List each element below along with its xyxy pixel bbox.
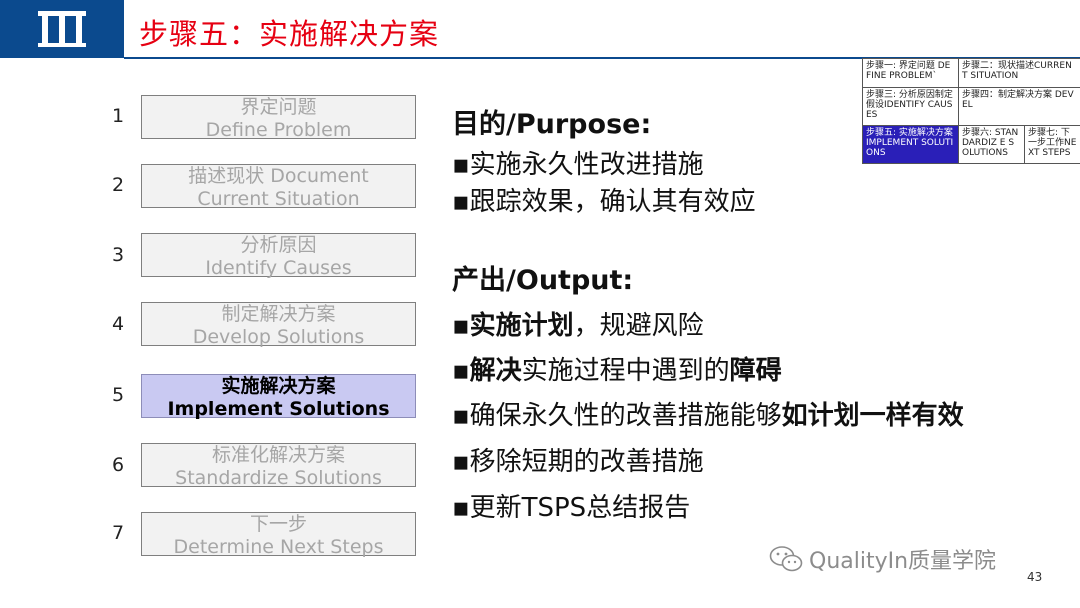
- wechat-icon: [769, 546, 803, 572]
- step-box-next-steps: 下一步 Determine Next Steps: [141, 512, 416, 558]
- purpose-item: ▪实施永久性改进措施: [452, 150, 704, 180]
- output-text-bold: 解决: [469, 356, 522, 386]
- step-label-zh: 描述现状 Document: [188, 165, 369, 187]
- step-box-identify-causes: 分析原因 Identify Causes: [141, 233, 416, 279]
- watermark: QualityIn质量学院: [769, 543, 996, 575]
- step-label-en: Determine Next Steps: [173, 536, 384, 558]
- output-item: ▪更新TSPS总结报告: [452, 487, 690, 524]
- output-item: ▪确保永久性的改善措施能够如计划一样有效: [452, 395, 964, 432]
- step-number: 1: [111, 105, 125, 127]
- step-label-zh: 下一步: [249, 513, 307, 535]
- step-box-develop-solutions: 制定解决方案 Develop Solutions: [141, 302, 416, 348]
- output-text-bold: 如计划一样有效: [781, 401, 964, 431]
- step-number: 2: [111, 174, 125, 196]
- output-text: ▪移除短期的改善措施: [452, 447, 704, 477]
- logo: [0, 0, 124, 58]
- step-number: 5: [111, 384, 125, 406]
- step-number: 4: [111, 313, 125, 335]
- step-overview-table: 步骤一: 界定问题 DEFINE PROBLEM` 步骤二：现状描述CURREN…: [862, 58, 1080, 164]
- step-box-current-situation: 描述现状 Document Current Situation: [141, 164, 416, 210]
- step-label-zh: 标准化解决方案: [211, 444, 345, 466]
- header-divider: [124, 57, 1080, 59]
- overview-cell: 步骤三: 分析原因制定假设IDENTIFY CAUSES: [862, 87, 959, 126]
- step-label-zh: 分析原因: [240, 234, 317, 256]
- output-heading: 产出/Output:: [452, 265, 634, 296]
- step-label-en: Implement Solutions: [167, 398, 390, 420]
- page-title: 步骤五：实施解决方案: [139, 17, 440, 51]
- overview-cell: 步骤四：制定解决方案 DEVEL: [957, 87, 1080, 126]
- header-bar: 步骤五：实施解决方案: [0, 0, 1080, 59]
- step-label-en: Define Problem: [205, 119, 352, 141]
- watermark-text: QualityIn质量学院: [809, 549, 997, 574]
- output-item: ▪移除短期的改善措施: [452, 441, 704, 478]
- overview-cell: 步骤二：现状描述CURRENT SITUATION: [957, 58, 1080, 88]
- step-label-en: Current Situation: [197, 188, 360, 210]
- overview-cell: 步骤六: STANDARDIZ E SOLUTIONS: [958, 125, 1025, 164]
- output-text: ▪: [452, 311, 470, 341]
- step-label-zh: 实施解决方案: [221, 375, 336, 397]
- overview-cell-active: 步骤五: 实施解决方案 IMPLEMENT SOLUTIONS: [862, 125, 959, 164]
- purpose-heading: 目的/Purpose:: [452, 109, 652, 140]
- page-number: 43: [1027, 570, 1043, 584]
- step-label-en: Standardize Solutions: [175, 467, 382, 489]
- output-text: 实施过程中遇到的: [521, 356, 730, 386]
- output-item: ▪实施计划，规避风险: [452, 305, 704, 342]
- purpose-item: ▪跟踪效果，确认其有效应: [452, 187, 756, 217]
- overview-cell: 步骤七: 下一步工作NEXT STEPS: [1023, 125, 1080, 164]
- step-number: 6: [111, 454, 125, 476]
- step-number: 7: [111, 522, 125, 544]
- overview-cell: 步骤一: 界定问题 DEFINE PROBLEM`: [862, 58, 959, 88]
- step-box-define-problem: 界定问题 Define Problem: [141, 95, 416, 141]
- step-label-en: Identify Causes: [205, 257, 352, 279]
- step-number: 3: [111, 244, 125, 266]
- output-text: ▪: [452, 356, 470, 386]
- output-text: ▪更新TSPS总结报告: [452, 493, 691, 523]
- output-text-bold: 实施计划: [469, 311, 574, 341]
- step-box-implement-solutions: 实施解决方案 Implement Solutions: [141, 374, 416, 420]
- output-text: ，规避风险: [573, 311, 704, 341]
- output-text: ▪确保永久性的改善措施能够: [452, 401, 782, 431]
- output-text-bold: 障碍: [729, 356, 782, 386]
- step-label-zh: 制定解决方案: [221, 303, 336, 325]
- step-label-en: Develop Solutions: [192, 326, 365, 348]
- step-label-zh: 界定问题: [240, 96, 317, 118]
- logo-icon: [38, 11, 86, 47]
- output-item: ▪解决实施过程中遇到的障碍: [452, 350, 782, 387]
- step-box-standardize-solutions: 标准化解决方案 Standardize Solutions: [141, 443, 416, 489]
